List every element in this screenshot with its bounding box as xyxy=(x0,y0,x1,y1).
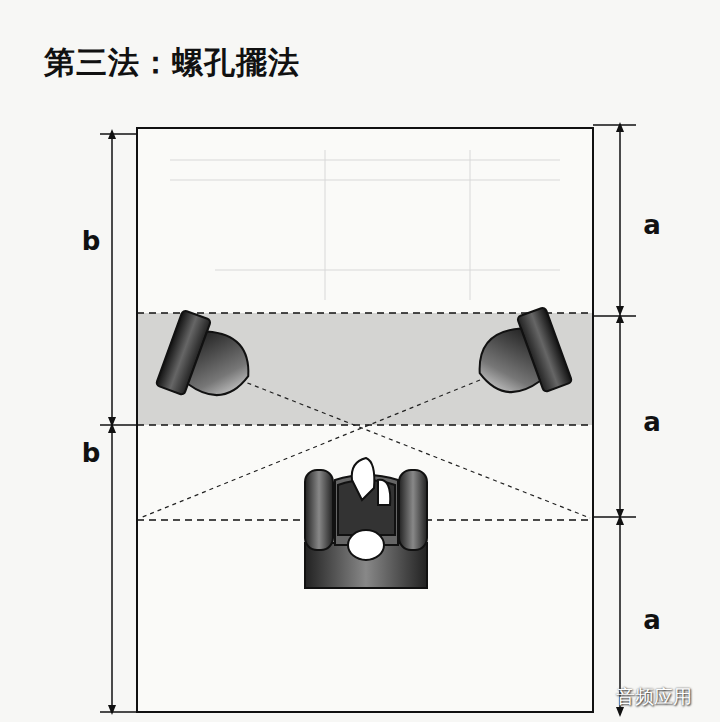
dimension-label: a xyxy=(643,407,661,437)
sound-paths xyxy=(140,380,590,518)
room-outline xyxy=(137,128,593,712)
dimension-label: a xyxy=(643,210,661,240)
listener-armchair xyxy=(305,458,427,588)
division-lines xyxy=(137,313,593,520)
dimension-label: b xyxy=(82,438,101,468)
diagram-title: 第三法：螺孔擺法 xyxy=(44,42,300,84)
dimension-label: a xyxy=(643,605,661,635)
left-speaker xyxy=(156,310,262,414)
dimension-label: b xyxy=(82,226,101,256)
dimension-arrows xyxy=(100,125,636,712)
bleed-through xyxy=(170,150,560,300)
right-speaker xyxy=(466,307,572,411)
watermark: 音频应用 xyxy=(616,684,692,710)
